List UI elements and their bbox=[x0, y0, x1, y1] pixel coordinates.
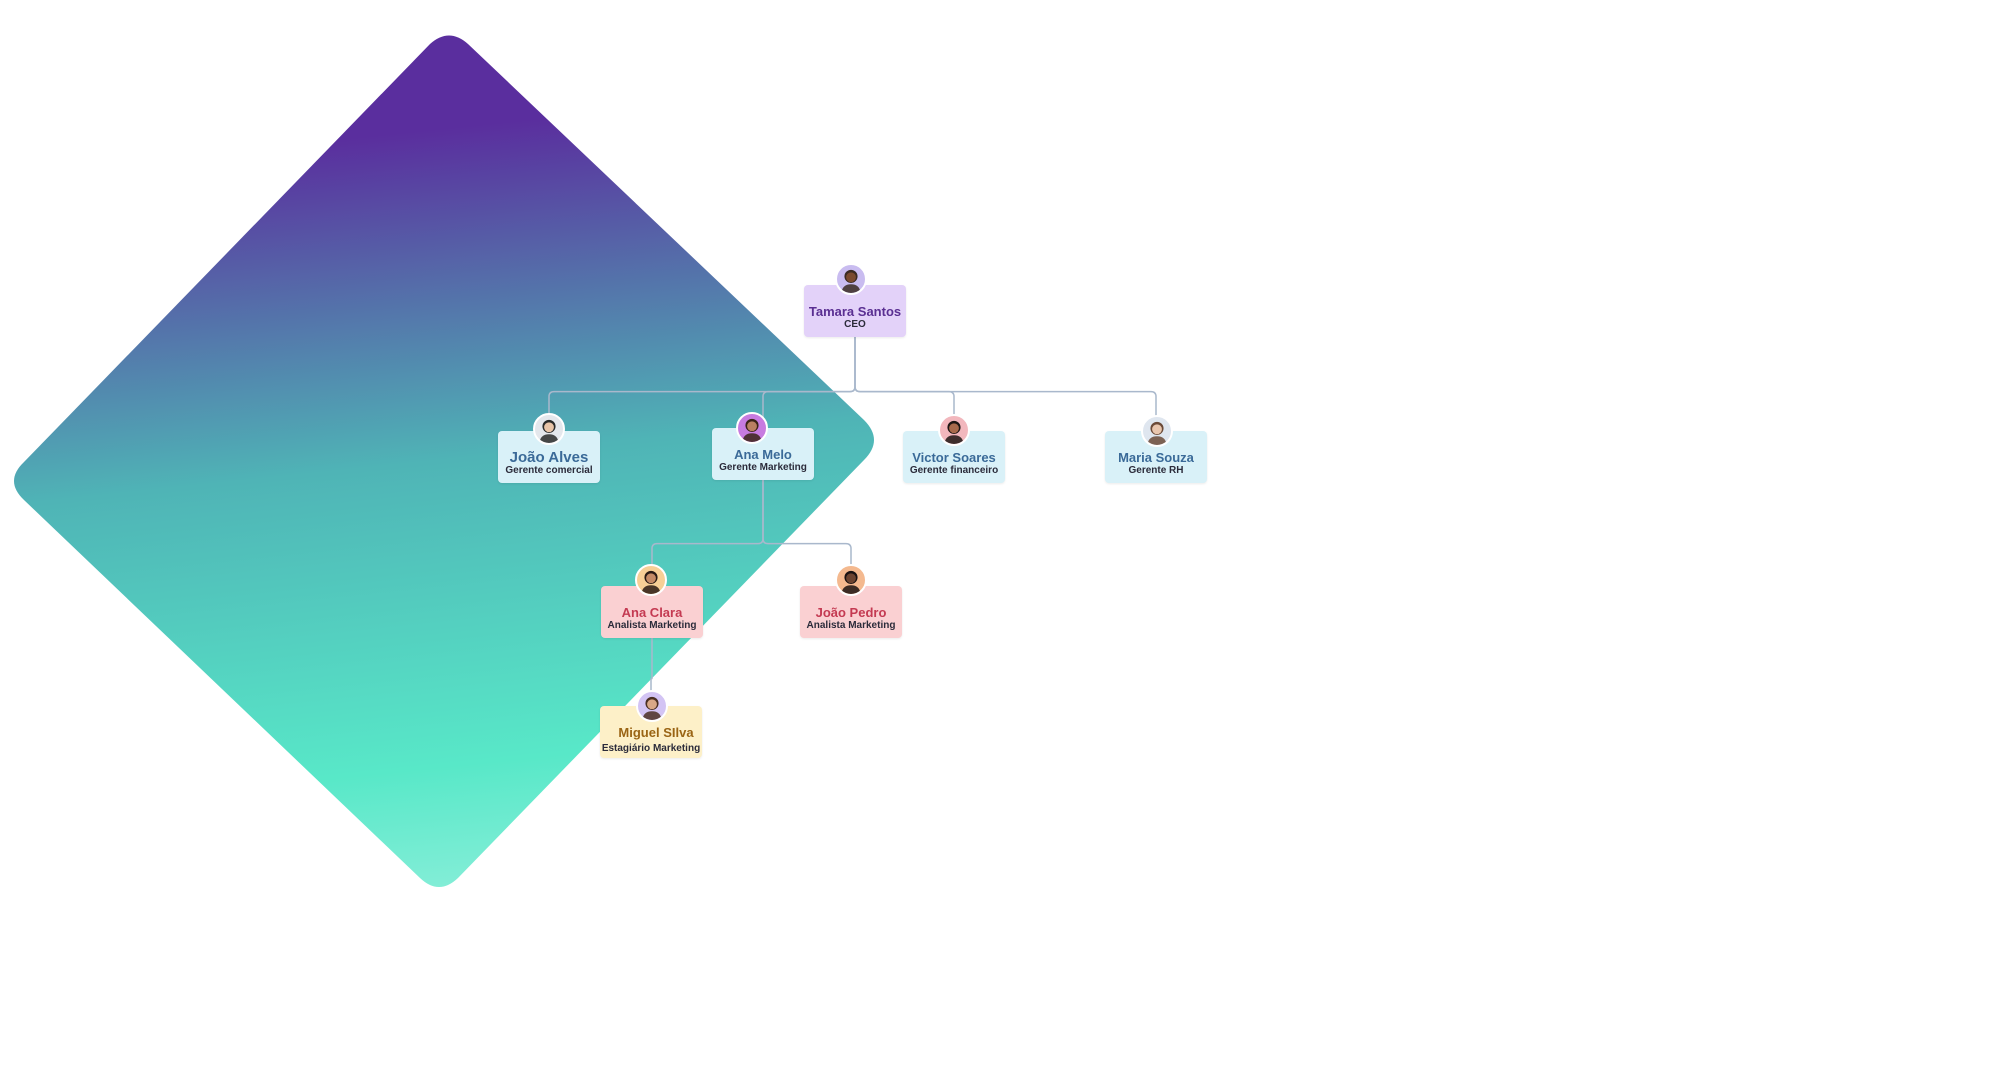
person-avatar-icon bbox=[533, 413, 565, 445]
node-name: João Alves bbox=[509, 449, 589, 466]
node-role: CEO bbox=[844, 319, 866, 330]
person-avatar-icon bbox=[636, 690, 668, 722]
node-name: Miguel SIlva bbox=[618, 725, 694, 740]
node-name: Victor Soares bbox=[912, 450, 996, 465]
person-avatar-icon bbox=[1141, 415, 1173, 447]
person-avatar-icon bbox=[835, 263, 867, 295]
person-avatar-icon bbox=[736, 412, 768, 444]
node-role: Gerente comercial bbox=[505, 465, 593, 476]
node-role: Analista Marketing bbox=[806, 620, 896, 631]
person-avatar-icon bbox=[938, 414, 970, 446]
node-role: Gerente RH bbox=[1128, 465, 1184, 476]
node-role: Estagiário Marketing bbox=[601, 743, 701, 754]
node-name: Ana Melo bbox=[734, 447, 792, 462]
node-role: Analista Marketing bbox=[607, 620, 697, 631]
node-name: João Pedro bbox=[815, 605, 887, 620]
node-name: Maria Souza bbox=[1118, 450, 1194, 465]
person-avatar-icon bbox=[635, 564, 667, 596]
node-role: Gerente financeiro bbox=[909, 465, 999, 476]
node-role: Gerente Marketing bbox=[719, 462, 807, 473]
node-name: Ana Clara bbox=[621, 605, 683, 620]
node-name: Tamara Santos bbox=[808, 304, 902, 319]
person-avatar-icon bbox=[835, 564, 867, 596]
org-node-tamara-santos[interactable]: Tamara Santos CEO bbox=[804, 285, 906, 337]
